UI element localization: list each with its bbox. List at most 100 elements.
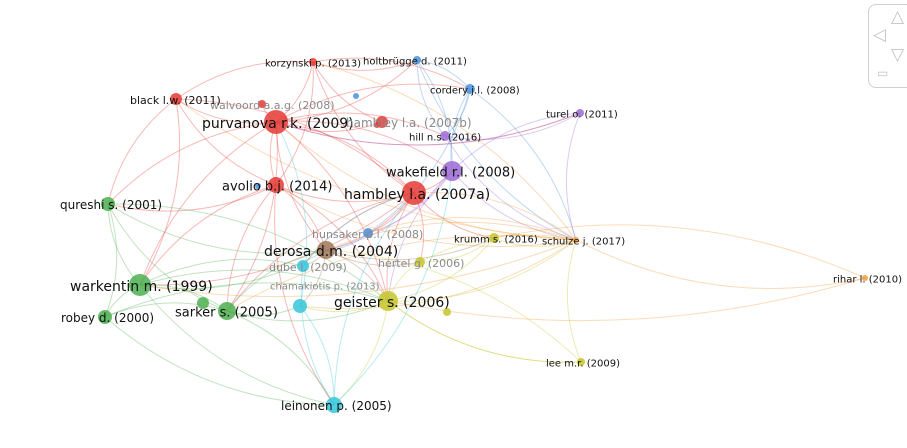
node-hill[interactable] <box>440 131 450 141</box>
citation-link <box>493 237 577 247</box>
node-rihar[interactable] <box>862 275 868 281</box>
node-label-purvanova[interactable]: purvanova r.k. (2009) <box>202 116 354 132</box>
citation-link <box>275 121 389 302</box>
citation-link <box>139 239 577 298</box>
node-geister[interactable] <box>378 291 398 311</box>
node-label-derosa[interactable]: derosa d.m. (2004) <box>264 244 398 260</box>
citation-link <box>416 59 471 90</box>
node-wakefield[interactable] <box>442 161 462 181</box>
node-label-geister[interactable]: geister s. (2006) <box>334 295 450 311</box>
citation-link <box>274 184 335 406</box>
node-chamakiotis[interactable] <box>293 299 307 313</box>
unlabeled-node[interactable] <box>443 308 451 316</box>
node-robey[interactable] <box>98 310 112 324</box>
node-label-krumm[interactable]: krumm s. (2016) <box>454 235 538 246</box>
node-label-turel[interactable]: turel o. (2011) <box>546 110 618 121</box>
node-hambley2[interactable] <box>376 116 388 128</box>
citation-link <box>139 284 335 406</box>
node-hertel[interactable] <box>415 257 425 267</box>
citation-link <box>387 239 577 302</box>
node-purvanova[interactable] <box>264 110 288 134</box>
node-label-walvoord[interactable]: walvoord a.a.g. (2008) <box>210 99 335 112</box>
node-label-sarker[interactable]: sarker s. (2005) <box>175 306 278 321</box>
citation-link <box>333 300 389 406</box>
citation-link <box>325 237 495 261</box>
node-label-hambley[interactable]: hambley l.a. (2007a) <box>344 187 490 203</box>
citation-link <box>367 88 471 234</box>
node-label-warkentin[interactable]: warkentin m. (1999) <box>70 279 213 295</box>
citation-link <box>275 121 415 194</box>
citation-link <box>416 59 577 241</box>
node-avolio[interactable] <box>268 177 284 193</box>
node-label-lee[interactable]: lee m.r. (2009) <box>546 359 620 370</box>
unlabeled-node[interactable] <box>197 297 209 309</box>
citation-link <box>299 305 335 406</box>
publication-nodes <box>98 56 868 413</box>
node-label-korzynski[interactable]: korzynski p. (2013) <box>265 59 361 70</box>
citation-link <box>451 170 577 241</box>
node-label-robey[interactable]: robey d. (2000) <box>61 311 154 325</box>
citation-link <box>325 170 453 251</box>
node-label-qureshi[interactable]: qureshi s. (2001) <box>60 198 162 212</box>
citation-link <box>386 192 415 302</box>
node-krumm[interactable] <box>489 233 499 243</box>
citation-link <box>312 57 471 90</box>
citation-link <box>325 221 577 251</box>
node-black[interactable] <box>170 93 182 105</box>
node-label-holtbrugge[interactable]: holtbrügge d. (2011) <box>363 57 467 68</box>
citation-link <box>275 121 577 241</box>
node-label-cordery[interactable]: cordery j.l. (2008) <box>430 86 520 97</box>
citation-link <box>469 88 577 241</box>
node-label-avolio[interactable]: avolio b.j. (2014) <box>222 180 332 195</box>
node-label-dube[interactable]: dube l. (2009) <box>269 261 347 274</box>
pan-up-icon[interactable]: △ <box>891 7 905 27</box>
node-label-rihar[interactable]: rihar l. (2010) <box>833 275 902 286</box>
node-label-hill[interactable]: hill n.s. (2016) <box>409 133 481 144</box>
node-label-wakefield[interactable]: wakefield r.l. (2008) <box>386 166 515 181</box>
node-label-schulze[interactable]: schulze j. (2017) <box>542 237 625 248</box>
navigation-panel: △ ◁ ▽ ▭ <box>868 4 907 88</box>
node-label-chamakiotis[interactable]: chamakiotis p. (2013) <box>270 282 380 293</box>
zoom-reset-icon[interactable]: ▭ <box>877 66 889 80</box>
node-label-black[interactable]: black l.w. (2011) <box>130 94 221 107</box>
node-label-hambley2[interactable]: hambley l.a. (2007b) <box>346 116 472 130</box>
citation-link <box>444 135 577 241</box>
node-schulze[interactable] <box>573 237 579 243</box>
node-leinonen[interactable] <box>326 397 342 413</box>
citation-link <box>451 112 581 172</box>
citation-link <box>299 239 577 310</box>
citation-link <box>107 203 327 254</box>
node-label-leinonen[interactable]: leinonen p. (2005) <box>281 399 392 413</box>
node-turel[interactable] <box>576 109 584 117</box>
node-dube[interactable] <box>297 260 309 272</box>
citation-link <box>275 112 446 137</box>
citation-link <box>413 191 577 241</box>
node-holtbrugge[interactable] <box>413 56 421 64</box>
node-walvoord[interactable] <box>258 100 266 108</box>
node-hambley[interactable] <box>402 181 426 205</box>
citation-link <box>312 61 383 123</box>
node-korzynski[interactable] <box>309 58 317 66</box>
node-sarker[interactable] <box>218 302 236 320</box>
node-qureshi[interactable] <box>101 197 115 211</box>
citation-link <box>226 192 415 312</box>
node-label-hertel[interactable]: hertel g. (2006) <box>378 257 464 270</box>
node-label-hunsaker[interactable]: hunsaker p.l. (2008) <box>312 228 423 241</box>
publication-labels: purvanova r.k. (2009) hambley l.a. (2007a… <box>60 57 902 414</box>
citation-link <box>312 61 577 241</box>
node-hunsaker[interactable] <box>363 228 373 238</box>
node-cordery[interactable] <box>465 84 475 94</box>
citation-link <box>107 203 389 302</box>
node-derosa[interactable] <box>317 241 335 259</box>
unlabeled-node[interactable] <box>255 183 261 189</box>
pan-down-icon[interactable]: ▽ <box>891 45 905 65</box>
citation-link <box>275 121 327 251</box>
node-lee[interactable] <box>577 358 585 366</box>
citation-link <box>312 61 415 194</box>
citation-link <box>226 121 278 312</box>
citation-link <box>104 316 335 406</box>
pan-left-icon[interactable]: ◁ <box>873 25 887 45</box>
node-warkentin[interactable] <box>129 274 151 296</box>
unlabeled-node[interactable] <box>353 93 359 99</box>
